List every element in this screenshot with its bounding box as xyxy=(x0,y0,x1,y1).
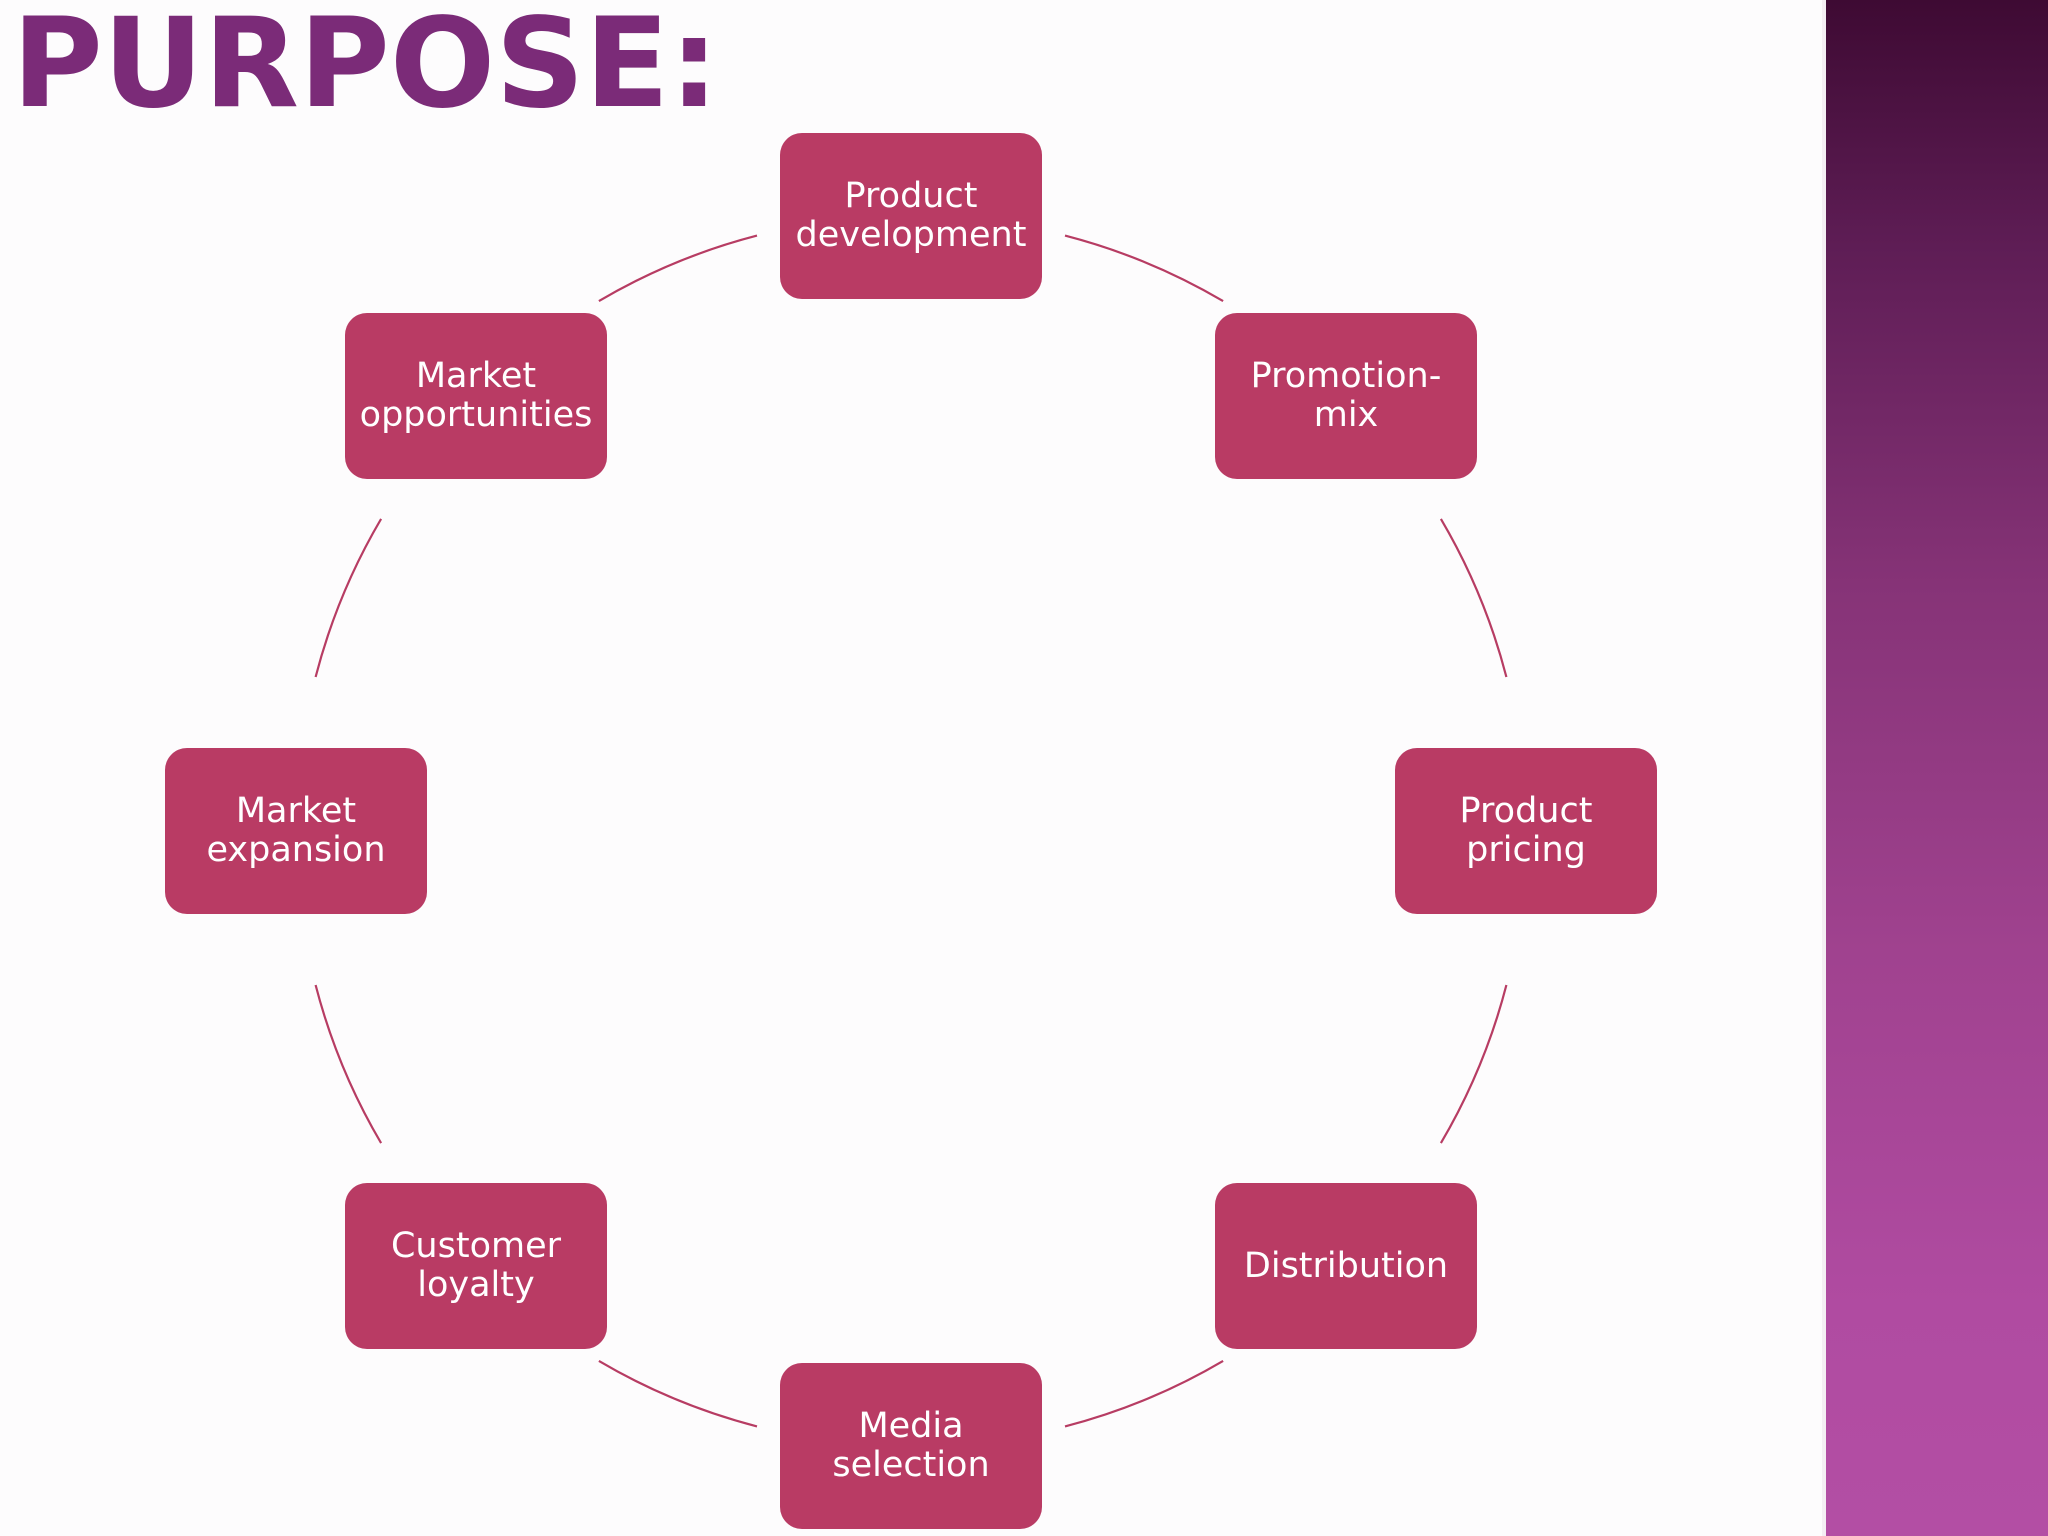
cycle-node-label: Market expansion xyxy=(206,791,386,870)
cycle-node-promotion-mix: Promotion- mix xyxy=(1215,313,1477,479)
cycle-node-label: Market opportunities xyxy=(359,356,593,435)
cycle-connector-arc xyxy=(1064,234,1224,303)
decorative-side-panel xyxy=(1826,0,2048,1536)
cycle-node-media-selection: Media selection xyxy=(780,1363,1042,1529)
slide-title: PURPOSE: xyxy=(12,0,719,136)
cycle-connector-arc xyxy=(1064,1359,1224,1428)
cycle-connector-arc xyxy=(1439,984,1508,1144)
cycle-node-customer-loyalty: Customer loyalty xyxy=(345,1183,607,1349)
cycle-node-label: Product development xyxy=(795,176,1027,255)
cycle-node-label: Product pricing xyxy=(1459,791,1593,870)
cycle-node-product-pricing: Product pricing xyxy=(1395,748,1657,914)
cycle-node-label: Customer loyalty xyxy=(390,1226,561,1305)
cycle-node-product-development: Product development xyxy=(780,133,1042,299)
cycle-connector-arc xyxy=(598,1359,758,1428)
cycle-connector-arc xyxy=(598,234,758,303)
cycle-connector-arc xyxy=(314,984,383,1144)
cycle-node-market-expansion: Market expansion xyxy=(165,748,427,914)
side-panel-edge xyxy=(1822,0,1826,1536)
cycle-node-label: Distribution xyxy=(1243,1245,1449,1286)
cycle-node-market-opportunities: Market opportunities xyxy=(345,313,607,479)
cycle-connector-arc xyxy=(314,518,383,678)
cycle-node-label: Promotion- mix xyxy=(1250,356,1442,435)
cycle-node-distribution: Distribution xyxy=(1215,1183,1477,1349)
cycle-node-label: Media selection xyxy=(832,1406,990,1485)
cycle-connector-arc xyxy=(1439,518,1508,678)
